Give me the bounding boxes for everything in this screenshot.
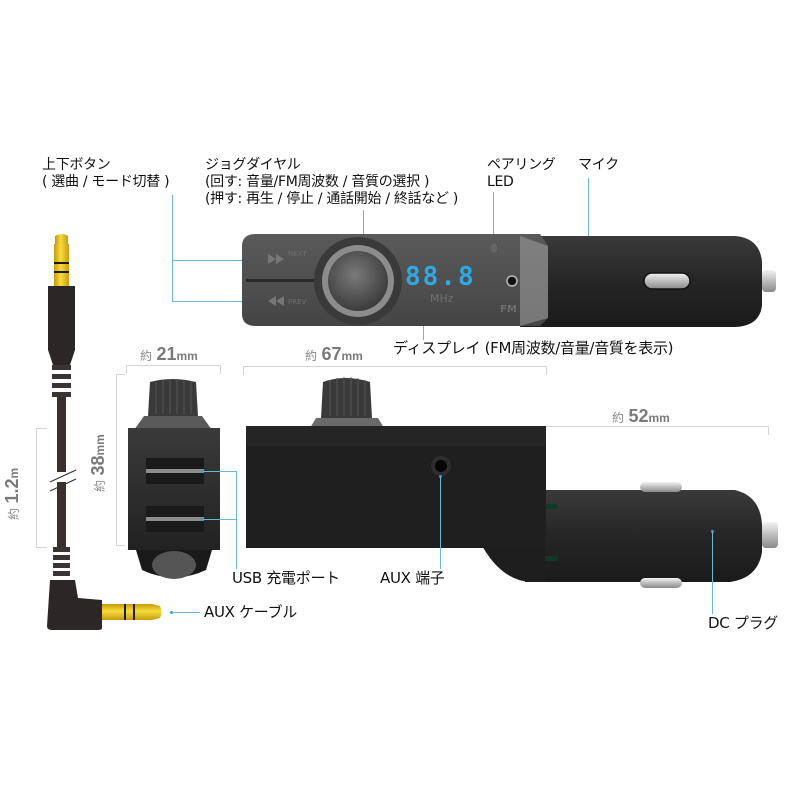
- updown-button-title: 上下ボタン: [42, 157, 111, 173]
- dc-plug-label: DC プラグ: [708, 614, 778, 632]
- mic-leader-vertical: [588, 178, 589, 282]
- side-width-prefix: 約: [140, 349, 153, 363]
- aux-port-leader-dot: [439, 475, 442, 478]
- band-label: FM: [500, 304, 517, 315]
- updown-button-desc: ( 選曲 / モード切替 ): [42, 174, 170, 190]
- side-width-value: 21: [156, 344, 177, 364]
- pairing-led-line1: ペアリング: [487, 157, 556, 173]
- body-length-prefix: 約: [305, 349, 318, 363]
- display-label: ディスプレイ (FM周波数/音量/音質を表示): [393, 339, 674, 357]
- usb-port1-leader: [203, 471, 236, 472]
- pairing-led-line2: LED: [487, 174, 514, 190]
- updown-leader-next: [172, 260, 248, 261]
- aux-cable-label: AUX ケーブル: [204, 603, 297, 621]
- jog-dial-turn-desc: (回す: 音量/FM周波数 / 音質の選択 ): [205, 174, 430, 190]
- next-button-label: NEXT: [288, 250, 307, 258]
- jog-dial-push-desc: (押す: 再生 / 停止 / 通話開始 / 終話など ): [205, 191, 458, 207]
- dc-plug-leader: [712, 532, 713, 614]
- aux-port-label: AUX 端子: [380, 569, 445, 587]
- lcd-unit-label: MHz: [430, 292, 454, 305]
- dc-plug-leader-dot: [711, 530, 714, 533]
- updown-leader-prev: [172, 301, 248, 302]
- body-length-value: 67: [321, 344, 342, 364]
- mic-label: マイク: [578, 157, 619, 173]
- side-width-bracket: [126, 365, 221, 374]
- updown-leader-vertical: [172, 195, 173, 302]
- side-width-dimension: 約 21mm: [140, 344, 198, 365]
- plug-length-value: 52: [628, 406, 649, 426]
- pairing-led-leader: [493, 192, 494, 247]
- cable-length-bracket: [36, 428, 47, 548]
- body-length-dimension: 約 67mm: [305, 344, 363, 365]
- plug-length-unit: mm: [648, 411, 670, 425]
- aux-cable-leader: [172, 612, 200, 613]
- pairing-led-label: ペアリング LED: [487, 157, 556, 191]
- side-height-bracket: [116, 374, 125, 546]
- aux-cable-leader-dot: [170, 611, 173, 614]
- usb-port-label: USB 充電ポート: [232, 569, 340, 587]
- prev-button-label: PREV: [288, 298, 307, 306]
- plug-length-prefix: 約: [612, 411, 625, 425]
- body-length-unit: mm: [341, 349, 363, 363]
- body-length-bracket: [243, 366, 547, 375]
- jog-dial-label: ジョグダイヤル (回す: 音量/FM周波数 / 音質の選択 ) (押す: 再生 …: [205, 157, 458, 208]
- updown-button-label: 上下ボタン ( 選曲 / モード切替 ): [42, 157, 170, 191]
- usb-port2-leader: [203, 519, 236, 520]
- aux-port-leader: [440, 477, 441, 569]
- plug-length-dimension: 約 52mm: [612, 406, 670, 427]
- side-width-unit: mm: [176, 349, 198, 363]
- usb-port1-leader-dot: [201, 470, 204, 473]
- lcd-frequency-display: 88.8: [405, 262, 476, 292]
- jog-dial-title: ジョグダイヤル: [205, 157, 301, 173]
- usb-port2-leader-dot: [201, 518, 204, 521]
- usb-leader-vertical: [236, 471, 237, 569]
